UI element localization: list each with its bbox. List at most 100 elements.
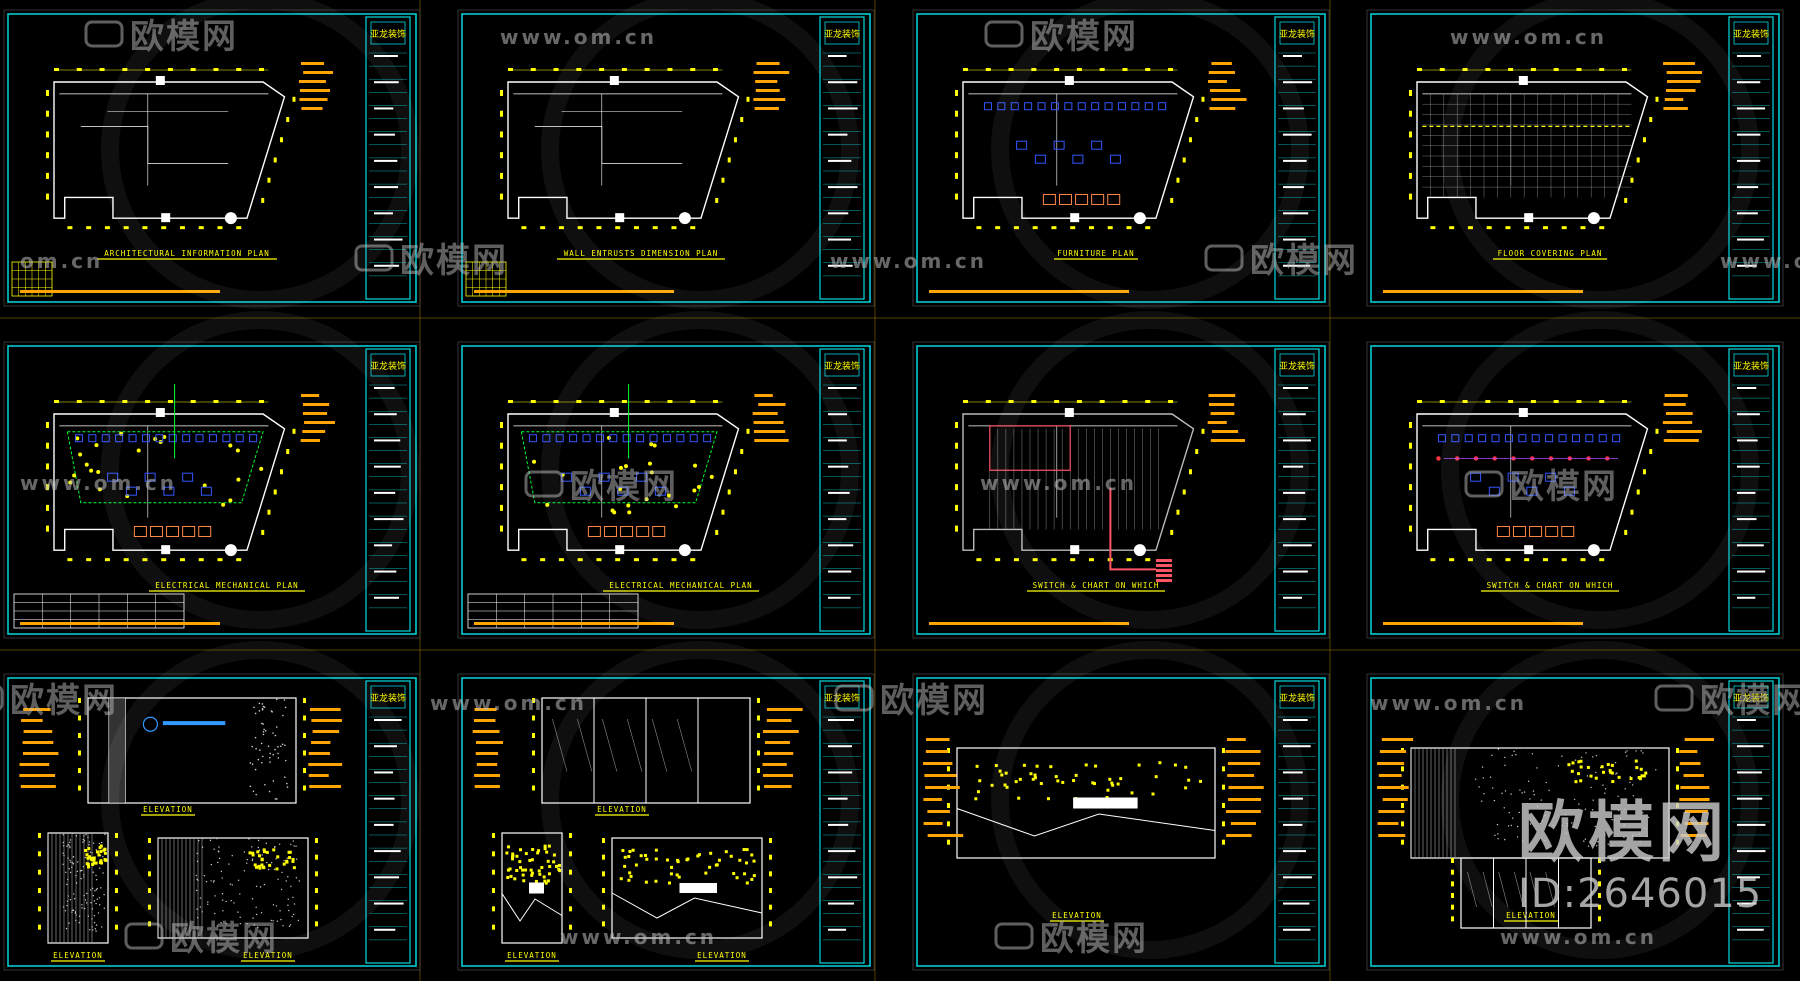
elevation-texture [268,790,271,793]
elevation-texture [198,840,200,842]
furniture-chair [182,434,191,443]
watermark-text: www.om.cn [980,471,1137,495]
elevation-light [1004,771,1008,775]
elevation-light [507,845,511,849]
furniture-appliance [652,525,666,537]
dimension-tick [671,226,677,230]
elevation-glass-hatch [1482,871,1493,908]
elevation-light [99,859,103,863]
annotation-leader [1663,62,1695,65]
plan-outline [53,81,286,219]
elevation-texture [262,755,264,758]
dimension-tick [955,484,958,491]
elevation-light [623,864,627,868]
electrical-fixture [644,497,649,502]
dimension-tick [67,226,73,230]
elevation-texture [1592,756,1594,758]
elevation-texture [1493,799,1496,802]
dimension-tick [1031,400,1037,403]
annotation-leader [764,785,792,788]
elevation-profile [501,893,563,922]
elevation-light [276,855,280,859]
annotation-leader [309,785,342,788]
dimension-tick [963,400,968,403]
dimension-tick [521,226,527,230]
elevation-light [547,872,551,876]
elevation-light [1586,765,1590,769]
furniture-chair [1064,102,1073,111]
furniture-chair [155,434,164,443]
elevation-texture [72,909,75,912]
elevation-light [1644,771,1648,775]
dimension-tick [492,906,495,912]
dimension-tick [602,904,605,910]
elevation-light [677,875,681,879]
title-block-text [1283,518,1307,521]
title-block-text [1283,771,1303,774]
elevation-light [251,853,255,857]
annotation-leader [1664,394,1688,397]
annotation-leader [475,752,499,755]
elevation-texture [262,733,265,736]
elevation-texture [1491,754,1493,757]
dimension-tick [1401,821,1404,827]
elevation-texture [265,842,267,845]
furniture-chair [1598,434,1607,443]
sheet-frame [7,345,417,635]
furniture-chair [1612,434,1621,443]
elevation-texture [259,749,261,751]
electrical-fixture [618,486,623,491]
elevation-texture [220,870,223,873]
watermark-ring [991,0,1309,309]
elevation-texture [1557,765,1560,767]
elevation-texture [251,858,254,860]
title-block-logo: 亚龙装饰 [1279,28,1315,40]
annotation-leader [1666,71,1703,74]
elevation-light [715,863,719,867]
electrical-fixture [89,468,94,473]
title-block-text [828,518,847,521]
elevation-light [752,874,756,878]
electrical-fixture [221,502,226,507]
plan-column [155,408,165,417]
dimension-tick [599,68,605,71]
title-block-text [374,238,403,241]
elevation-texture [65,927,68,930]
dimension-tick [1168,68,1174,71]
elevation-light [1074,773,1078,777]
dimension-tick [115,851,118,857]
dimension-tick [315,854,318,860]
electrical-fixture [647,461,652,466]
furniture-seat [182,472,194,482]
elevation-light [508,867,512,871]
furniture-appliance [1512,525,1526,537]
elevation-texture [207,903,209,905]
elevation-light [542,875,546,879]
dimension-tick [213,400,219,403]
title-block-text [1737,544,1764,547]
elevation-texture [276,920,278,922]
elevation-texture [78,921,80,924]
elevation-texture [284,759,287,762]
elevation-texture [283,699,286,701]
elevation-texture [257,839,260,842]
elevation-light [1629,777,1633,781]
dimension-tick [1409,131,1412,138]
elevation-texture [88,844,90,846]
dimension-tick [644,400,650,403]
dimension-tick [733,137,737,143]
dimension-tick [521,558,527,562]
title-block-text [1737,81,1761,84]
elevation-texture [1574,759,1577,761]
elevation-texture [1591,809,1594,811]
elevation-glass-hatch [552,718,568,772]
furniture-appliance [1529,525,1543,537]
elevation-texture [1497,837,1499,840]
elevation-texture [202,837,205,840]
dimension-tick [279,469,283,475]
elevation-texture [1545,781,1547,784]
plan-column [615,213,625,223]
elevation-texture [67,895,69,897]
furniture-chair [1518,434,1527,443]
